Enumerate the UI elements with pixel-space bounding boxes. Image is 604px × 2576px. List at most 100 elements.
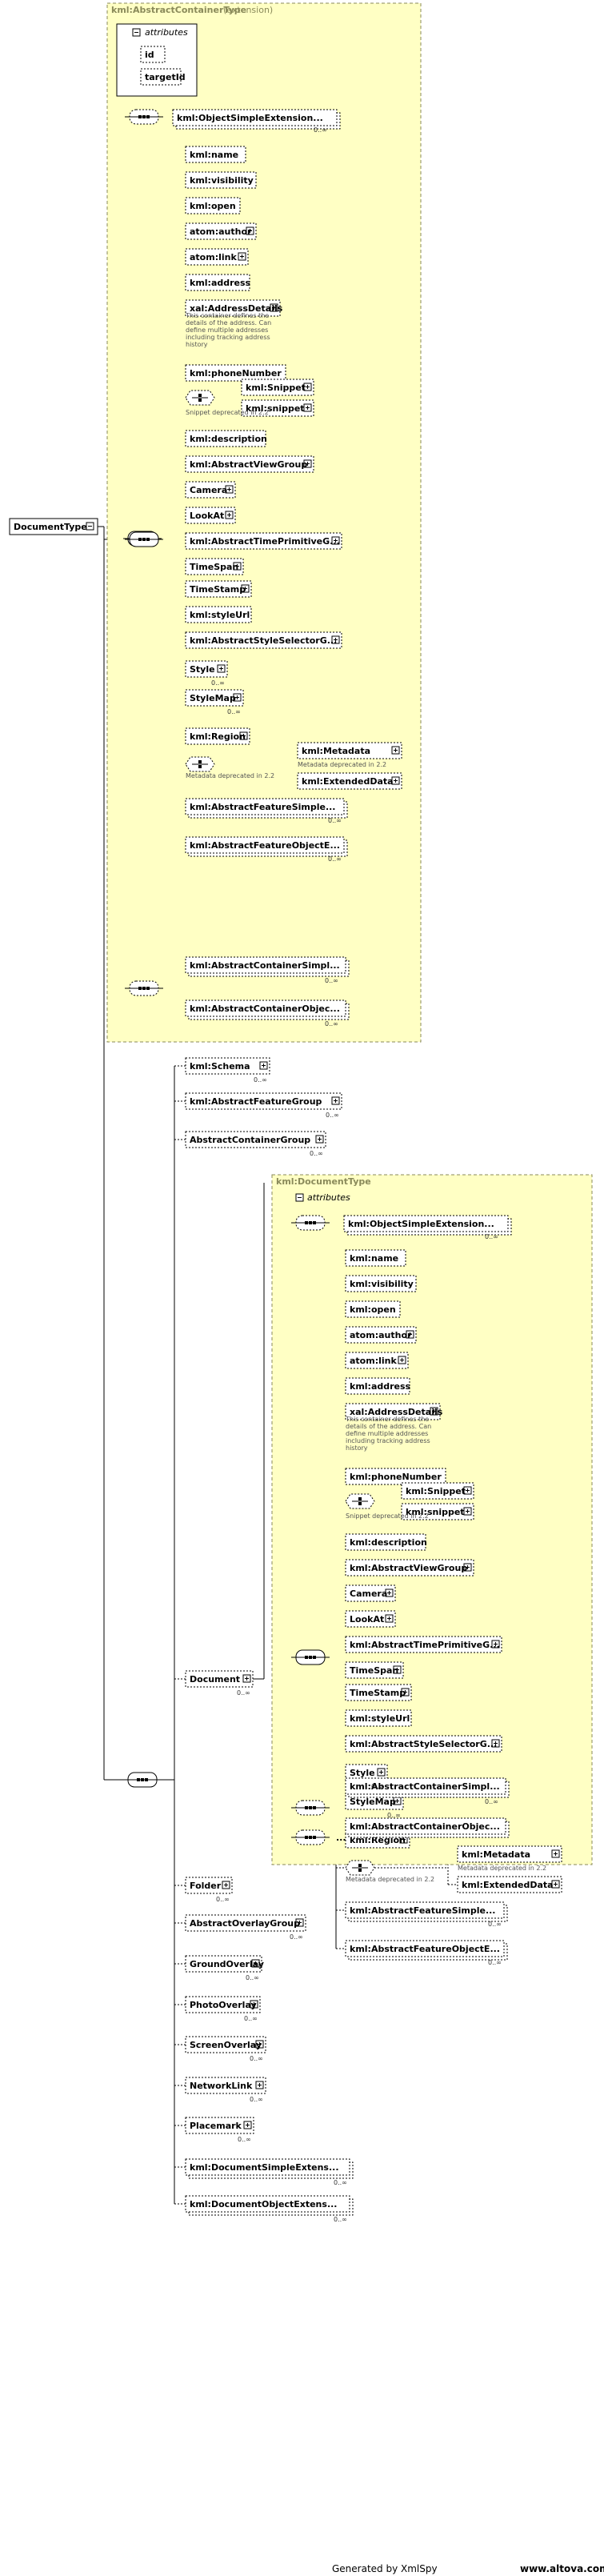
outer-item-4[interactable]: Folder <box>185 1877 233 1894</box>
outer-item-5[interactable]: AbstractOverlayGroup <box>185 1914 306 1932</box>
top-el-11[interactable]: LookAt <box>185 507 236 524</box>
top-el-4-label: atom:link <box>190 252 237 262</box>
top-el-7[interactable]: kml:phoneNumber <box>185 364 286 382</box>
doc-container-simple[interactable]: kml:AbstractContainerSimpl... <box>345 1777 510 1798</box>
doc-el-14[interactable]: TimeStamp <box>345 1684 412 1701</box>
doc-el-7[interactable]: kml:phoneNumber <box>345 1468 446 1485</box>
outer-item-2[interactable]: AbstractContainerGroup <box>185 1131 326 1148</box>
top-el-8[interactable]: kml:description <box>185 430 267 447</box>
outer-item-7[interactable]: PhotoOverlay <box>185 1996 261 2013</box>
top-el-5[interactable]: kml:address <box>185 274 251 291</box>
top-el-2[interactable]: kml:open <box>185 197 241 214</box>
doc-el-1[interactable]: kml:visibility <box>345 1275 417 1292</box>
ext-container-seq[interactable] <box>125 980 163 996</box>
doc-el-3[interactable]: atom:author <box>345 1326 417 1344</box>
outer-item-8[interactable]: ScreenOverlay <box>185 2036 266 2053</box>
outer-item-2-occurs: 0..∞ <box>310 1150 323 1157</box>
doc-el-4-label: atom:link <box>350 1356 397 1366</box>
doc-el-11[interactable]: LookAt <box>345 1610 396 1628</box>
outer-item-12[interactable]: kml:DocumentObjectExtens... <box>185 2195 354 2216</box>
top-el-9[interactable]: kml:AbstractViewGroup <box>185 455 314 473</box>
doc-snippet[interactable]: kml:Snippet <box>401 1482 474 1500</box>
doc-extdata[interactable]: kml:ExtendedData <box>457 1876 562 1893</box>
top-el-13[interactable]: TimeSpan <box>185 558 244 575</box>
outer-sequence[interactable] <box>123 1772 162 1788</box>
doc-el-9[interactable]: kml:AbstractViewGroup <box>345 1559 474 1576</box>
doc-el-8[interactable]: kml:description <box>345 1533 427 1551</box>
top-metadata-note-a: Metadata deprecated in 2.2 <box>298 761 386 768</box>
top-el-14[interactable]: TimeStamp <box>185 580 252 598</box>
doc-container-seq[interactable] <box>291 1800 330 1816</box>
doc-simple-seq[interactable] <box>291 1215 330 1231</box>
doc-el-16[interactable]: kml:AbstractStyleSelectorG... <box>345 1735 502 1753</box>
doc-el-20[interactable]: kml:AbstractFeatureSimple... <box>345 1901 508 1922</box>
top-el-3[interactable]: atom:author <box>185 222 257 240</box>
doc-el-13-label: TimeSpan <box>350 1665 398 1676</box>
top-snippet-label: kml:Snippet <box>246 383 306 393</box>
doc-simple-extension-label: kml:ObjectSimpleExtension... <box>348 1219 494 1229</box>
top-el-12-label: kml:AbstractTimePrimitiveG... <box>190 536 340 547</box>
outer-item-8-occurs: 0..∞ <box>250 2055 263 2062</box>
doc-el-15[interactable]: kml:styleUrl <box>345 1709 412 1727</box>
top-el-20[interactable]: kml:AbstractFeatureSimple... <box>185 798 348 819</box>
ext-simple-extension[interactable]: kml:ObjectSimpleExtension... <box>172 109 341 130</box>
top-container-simple[interactable]: kml:AbstractContainerSimpl... <box>185 956 350 977</box>
ext-simple-occ: 0..∞ <box>314 126 327 134</box>
doc-el-13[interactable]: TimeSpan <box>345 1661 404 1679</box>
doc-el-10[interactable]: Camera <box>345 1584 396 1602</box>
top-el-21[interactable]: kml:AbstractFeatureObjectE... <box>185 836 348 857</box>
top-el-17[interactable]: Style <box>185 660 228 678</box>
ext-title: kml:AbstractContainerType <box>111 5 246 15</box>
top-el-1[interactable]: kml:visibility <box>185 171 257 189</box>
outer-item-3-occurs: 0..∞ <box>237 1689 250 1697</box>
top-extdata[interactable]: kml:ExtendedData <box>297 772 402 790</box>
root-document-type[interactable]: DocumentType <box>9 518 98 535</box>
top-el-10[interactable]: Camera <box>185 481 236 499</box>
top-metadata[interactable]: kml:Metadata <box>297 742 402 759</box>
doc-el-6[interactable]: xal:AddressDetails <box>345 1403 443 1420</box>
outer-item-3[interactable]: Document <box>185 1670 254 1688</box>
ext-elements-seq[interactable] <box>125 531 163 547</box>
doc-el-0[interactable]: kml:name <box>345 1249 406 1267</box>
doc-el-8-label: kml:description <box>350 1537 427 1548</box>
top-el-2-label: kml:open <box>190 201 236 211</box>
doc-snippet2[interactable]: kml:snippet <box>401 1503 474 1520</box>
top-snippet[interactable]: kml:Snippet <box>241 379 314 396</box>
top-meta-choice[interactable] <box>185 756 215 772</box>
top-el-19[interactable]: kml:Region <box>185 727 250 745</box>
doc-el-17[interactable]: Style <box>345 1764 388 1781</box>
top-el-6[interactable]: xal:AddressDetails <box>185 299 283 317</box>
doc-meta-choice[interactable] <box>345 1860 375 1876</box>
top-el-12[interactable]: kml:AbstractTimePrimitiveG... <box>185 532 342 550</box>
top-el-4[interactable]: atom:link <box>185 248 249 266</box>
ext-simple-seq[interactable] <box>125 109 163 125</box>
doc-el-2[interactable]: kml:open <box>345 1300 401 1318</box>
outer-item-10[interactable]: Placemark <box>185 2117 254 2134</box>
doc-elements-seq[interactable] <box>291 1649 330 1665</box>
attr-targetid[interactable]: targetId <box>140 68 186 86</box>
top-metadata-label: kml:Metadata <box>302 746 370 756</box>
top-container-object[interactable]: kml:AbstractContainerObjec... <box>185 1000 350 1020</box>
outer-item-11[interactable]: kml:DocumentSimpleExtens... <box>185 2158 354 2179</box>
top-snippet2[interactable]: kml:snippet <box>241 399 314 417</box>
doc-el-12[interactable]: kml:AbstractTimePrimitiveG... <box>345 1636 502 1653</box>
attr-id[interactable]: id <box>140 46 166 63</box>
top-el-16[interactable]: kml:AbstractStyleSelectorG... <box>185 631 342 649</box>
doc-simple-extension[interactable]: kml:ObjectSimpleExtension... <box>343 1215 512 1236</box>
doc-el-0-label: kml:name <box>350 1253 398 1264</box>
doc-el-4[interactable]: atom:link <box>345 1352 409 1369</box>
doc-el-21[interactable]: kml:AbstractFeatureObjectE... <box>345 1940 508 1961</box>
doc-ellipsis-seq[interactable] <box>291 1829 330 1845</box>
top-snippet-choice[interactable] <box>185 390 215 406</box>
outer-item-1[interactable]: kml:AbstractFeatureGroup <box>185 1092 342 1110</box>
doc-metadata[interactable]: kml:Metadata <box>457 1845 562 1863</box>
top-el-18[interactable]: StyleMap <box>185 689 244 707</box>
doc-container-object[interactable]: kml:AbstractContainerObjec... <box>345 1817 510 1838</box>
doc-el-5[interactable]: kml:address <box>345 1377 411 1395</box>
outer-item-0[interactable]: kml:Schema <box>185 1057 270 1075</box>
outer-item-9[interactable]: NetworkLink <box>185 2077 266 2094</box>
doc-snippet-choice[interactable] <box>345 1493 375 1509</box>
top-el-15[interactable]: kml:styleUrl <box>185 606 252 623</box>
top-el-0[interactable]: kml:name <box>185 146 246 163</box>
outer-item-6[interactable]: GroundOverlay <box>185 1955 264 1973</box>
